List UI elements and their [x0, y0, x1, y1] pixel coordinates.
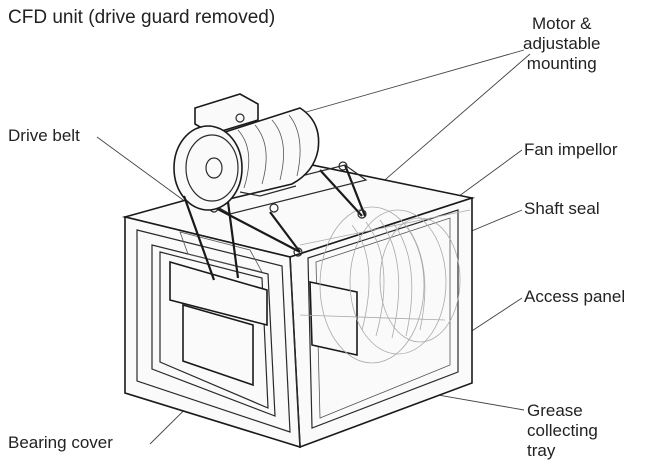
label-access-panel: Access panel: [524, 287, 626, 306]
pulley-outer: [173, 125, 243, 211]
label-bearing-cover: Bearing cover: [8, 433, 113, 452]
grease-tray-box: [309, 281, 358, 356]
fan-impellor-part: [299, 206, 471, 364]
belt-slot: [179, 231, 263, 273]
leader-drive-belt: [96, 136, 191, 206]
belt-left: [182, 195, 216, 281]
bearing-cover-box: [182, 303, 254, 387]
impellor-bottom-edge: [299, 314, 446, 321]
motor-foot: [239, 185, 297, 197]
bearing-cover-part: [169, 231, 358, 387]
label-grease-line-3: tray: [527, 441, 556, 460]
label-grease-line-1: Grease: [527, 401, 583, 420]
belt-right: [226, 201, 240, 279]
bearing-cover-box-top: [169, 260, 268, 327]
impellor-ring-1: [319, 206, 425, 364]
pulley-hub: [205, 157, 223, 179]
label-grease-tray: Grease collecting tray: [527, 401, 598, 461]
label-drive-belt: Drive belt: [8, 126, 80, 145]
inlet-frame-outer: [136, 229, 291, 433]
label-shaft-seal: Shaft seal: [524, 199, 600, 218]
label-grease-line-2: collecting: [527, 421, 598, 440]
terminal-box: [194, 93, 259, 135]
mount-arm-3: [319, 169, 363, 217]
terminal-screw: [235, 113, 245, 123]
label-motor-line-2: adjustable: [523, 34, 601, 53]
diagram-title: CFD unit (drive guard removed): [8, 7, 276, 28]
impellor-ring-3: [379, 217, 461, 343]
drive-pulley: [173, 125, 243, 281]
housing-edge: [289, 256, 301, 448]
motor-fins: [237, 114, 301, 189]
inlet-frame-inner-2: [159, 251, 269, 409]
impellor-ring-2: [349, 209, 447, 355]
label-motor-line-1: Motor &: [531, 14, 592, 33]
outlet-frame: [307, 209, 459, 429]
label-motor-mounting: Motor & adjustable mounting: [523, 14, 601, 74]
motor-mounting: [203, 161, 368, 257]
label-motor-line-3: mounting: [526, 54, 597, 73]
mount-arm-4: [343, 164, 367, 217]
bolt-3: [293, 247, 303, 257]
label-fan-impellor: Fan impellor: [524, 140, 618, 159]
leader-motor-1: [277, 49, 525, 121]
pulley-groove: [185, 134, 239, 202]
impellor-top-edge: [299, 209, 471, 246]
outlet-frame-inner: [315, 217, 451, 419]
mount-arm-1: [209, 204, 301, 253]
bolt-4: [338, 161, 348, 171]
housing: [121, 164, 476, 449]
impellor-blades: [351, 219, 426, 339]
mount-arm-2: [269, 211, 301, 253]
bolt-2: [269, 203, 279, 213]
bolt-5: [357, 209, 367, 219]
